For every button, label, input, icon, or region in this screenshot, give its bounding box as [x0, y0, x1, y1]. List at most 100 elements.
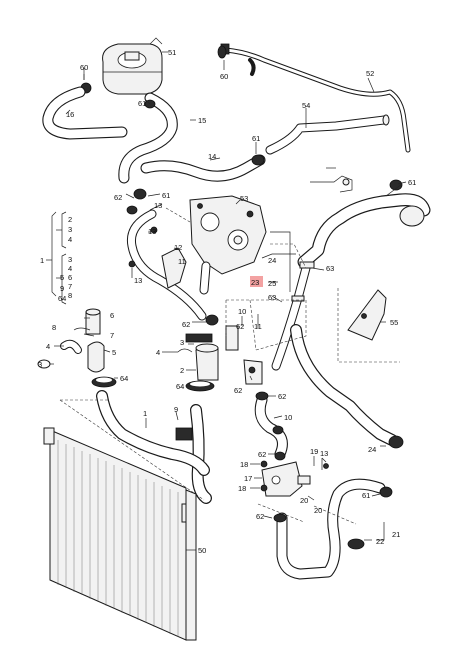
label-55: 55: [390, 318, 398, 327]
label-13-c: 13: [134, 276, 142, 285]
label-11: 11: [178, 257, 186, 266]
label-2: 2: [180, 366, 184, 375]
hose-1: [96, 390, 210, 476]
label-list-8: 8: [68, 291, 72, 300]
label-17: 17: [244, 474, 252, 483]
hose-9: [190, 404, 212, 504]
label-10-b: 10: [284, 413, 292, 422]
callout-labels: 51 60 60 52 61 16 15 54 61 14 61 62 61 5…: [38, 48, 416, 555]
label-list-64: 64: [58, 294, 66, 303]
label-51: 51: [168, 48, 176, 57]
label-3-a: 3: [38, 360, 42, 369]
leader-lines: [50, 51, 407, 551]
label-list-4a: 4: [68, 235, 72, 244]
label-18-b: 18: [238, 484, 246, 493]
hose-12: [126, 209, 207, 321]
label-10-a: 10: [238, 307, 246, 316]
bracket-11: [161, 247, 187, 289]
clip-61-right: [389, 179, 403, 191]
hose-10: [254, 394, 288, 460]
label-list-9: 9: [60, 284, 64, 293]
label-14: 14: [208, 152, 216, 161]
label-63-a: 63: [326, 264, 334, 273]
label-62-c: 62: [236, 322, 244, 331]
label-4-b: 4: [156, 348, 160, 357]
fasteners: [126, 45, 329, 523]
label-50: 50: [198, 546, 206, 555]
label-24-a: 24: [268, 256, 276, 265]
label-62-e: 62: [278, 392, 286, 401]
label-13-b: 13: [148, 227, 156, 236]
pipe-52: [220, 43, 411, 153]
label-list-7: 7: [68, 282, 72, 291]
label-18-a: 18: [240, 460, 248, 469]
flange-17: [261, 458, 323, 497]
label-64-b: 64: [176, 382, 184, 391]
hose-15: [118, 92, 178, 184]
label-24-b: 24: [368, 445, 376, 454]
small-parts-center: [177, 325, 263, 392]
hose-16: [42, 86, 128, 140]
label-4-a: 4: [46, 342, 50, 351]
hose-25: [271, 261, 315, 371]
label-5: 5: [112, 348, 116, 357]
label-11-b: 11: [254, 322, 262, 331]
label-16: 16: [66, 110, 74, 119]
hose-14: [140, 154, 266, 182]
label-13-a: 13: [154, 201, 162, 210]
label-62-a: 62: [114, 193, 122, 202]
small-parts-left: [37, 308, 117, 388]
label-60-a: 60: [80, 63, 88, 72]
label-61-d: 61: [162, 191, 170, 200]
label-62-b: 62: [182, 320, 190, 329]
label-8: 8: [52, 323, 56, 332]
hose-lower-right: [290, 324, 404, 449]
hose-21: [276, 478, 393, 580]
label-23: 23: [251, 278, 259, 287]
label-22: 22: [376, 537, 384, 546]
hose-24: [297, 193, 431, 269]
label-62-g: 62: [256, 512, 264, 521]
label-20-b: 20: [314, 506, 322, 515]
bracket-55: [347, 289, 387, 341]
label-61-c: 61: [408, 178, 416, 187]
highlight-23: [250, 276, 263, 287]
label-9: 9: [174, 405, 178, 414]
label-62-d: 62: [234, 386, 242, 395]
label-list-5: 5: [60, 273, 64, 282]
label-64-a: 64: [120, 374, 128, 383]
water-pump-housing: [189, 195, 267, 295]
label-52: 52: [366, 69, 374, 78]
label-7: 7: [110, 331, 114, 340]
hose-54: [265, 114, 390, 155]
label-61-a: 61: [138, 99, 146, 108]
radiator: [43, 427, 197, 641]
label-25: 25: [268, 279, 276, 288]
label-1-hose: 1: [143, 409, 147, 418]
dashed-frames: [59, 207, 400, 525]
label-61-e: 61: [362, 491, 370, 500]
bracket-list: [46, 211, 67, 305]
label-list-3a: 3: [68, 225, 72, 234]
label-list-6: 6: [68, 273, 72, 282]
label-15: 15: [198, 116, 206, 125]
label-13-d: 13: [320, 449, 328, 458]
label-61-b: 61: [252, 134, 260, 143]
label-60-b: 60: [220, 72, 228, 81]
label-53: 53: [240, 194, 248, 203]
label-3-b: 3: [180, 338, 184, 347]
label-list-3b: 3: [68, 255, 72, 264]
label-list-4b: 4: [68, 264, 72, 273]
bracket-right: [310, 167, 353, 193]
label-12: 12: [174, 243, 182, 252]
label-19: 19: [310, 447, 318, 456]
label-list-2: 2: [68, 215, 72, 224]
label-63-b: 63: [268, 293, 276, 302]
label-6: 6: [110, 311, 114, 320]
expansion-tank: [102, 37, 163, 95]
label-20-a: 20: [300, 496, 308, 505]
label-1-list: 1: [40, 256, 44, 265]
label-54: 54: [302, 101, 310, 110]
label-62-f: 62: [258, 450, 266, 459]
